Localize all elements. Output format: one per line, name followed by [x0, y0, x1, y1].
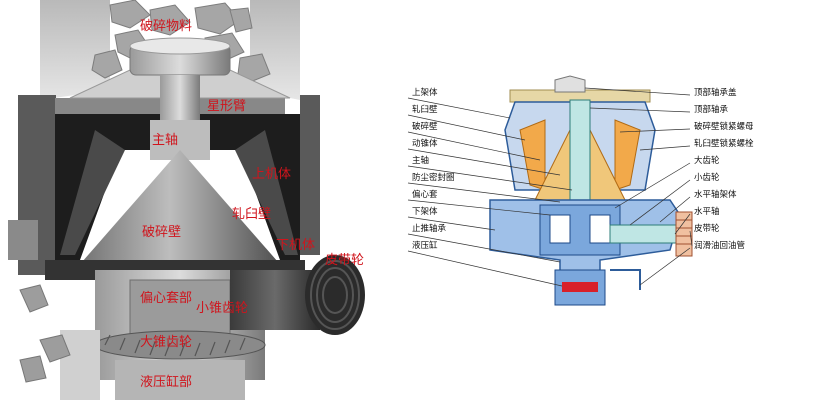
label-eccentric-r: 偏心套 [412, 189, 438, 200]
label-pinion-r: 小齿轮 [694, 172, 720, 183]
label-concave-r: 轧臼壁 [412, 104, 438, 115]
label-hydraulic-r: 液压缸 [412, 240, 438, 251]
label-lower-frame: 下机体 [276, 238, 315, 253]
cutaway-illustration: 破碎物料 星形臂 主轴 上机体 轧臼壁 破碎壁 下机体 皮带轮 偏心套部 小锥齿… [8, 0, 365, 400]
label-eccentric-sleeve: 偏心套部 [140, 290, 192, 306]
label-lower-frame-r: 下架体 [412, 206, 438, 217]
label-pinion: 小锥齿轮 [196, 301, 248, 316]
label-hydraulic-cylinder: 液压缸部 [140, 374, 192, 390]
label-upper-frame-r: 上架体 [412, 87, 438, 98]
label-top-bearing-r: 顶部轴承 [694, 104, 729, 115]
label-crushed-material: 破碎物料 [140, 19, 192, 34]
label-horizontal-shaft-r: 水平轴 [694, 206, 720, 217]
label-mantle-nut-r: 破碎壁锁紧螺母 [694, 121, 754, 132]
label-pulley-r: 皮带轮 [694, 223, 720, 234]
label-mantle: 破碎壁 [142, 225, 181, 240]
label-main-shaft: 主轴 [152, 133, 178, 148]
label-concave-bolt-r: 轧臼壁锁紧螺栓 [694, 138, 754, 149]
label-gear-r: 大齿轮 [694, 155, 720, 166]
label-concave: 轧臼壁 [232, 207, 271, 222]
label-upper-frame: 上机体 [252, 167, 291, 182]
label-shaft-frame-r: 水平轴架体 [694, 189, 737, 200]
label-thrust-bearing-r: 止推轴承 [412, 223, 447, 234]
label-main-shaft-r: 主轴 [412, 155, 429, 166]
label-bevel-gear: 大锥齿轮 [140, 335, 192, 350]
label-moving-cone-r: 动锥体 [412, 138, 438, 149]
label-pulley: 皮带轮 [325, 253, 364, 268]
label-mantle-r: 破碎壁 [412, 121, 438, 132]
label-dust-seal-r: 防尘密封圈 [412, 172, 455, 183]
label-star-arm: 星形臂 [207, 99, 246, 114]
label-top-bearing-cap-r: 顶部轴承盖 [694, 87, 737, 98]
label-lube-return-r: 润滑油回油管 [694, 240, 745, 251]
